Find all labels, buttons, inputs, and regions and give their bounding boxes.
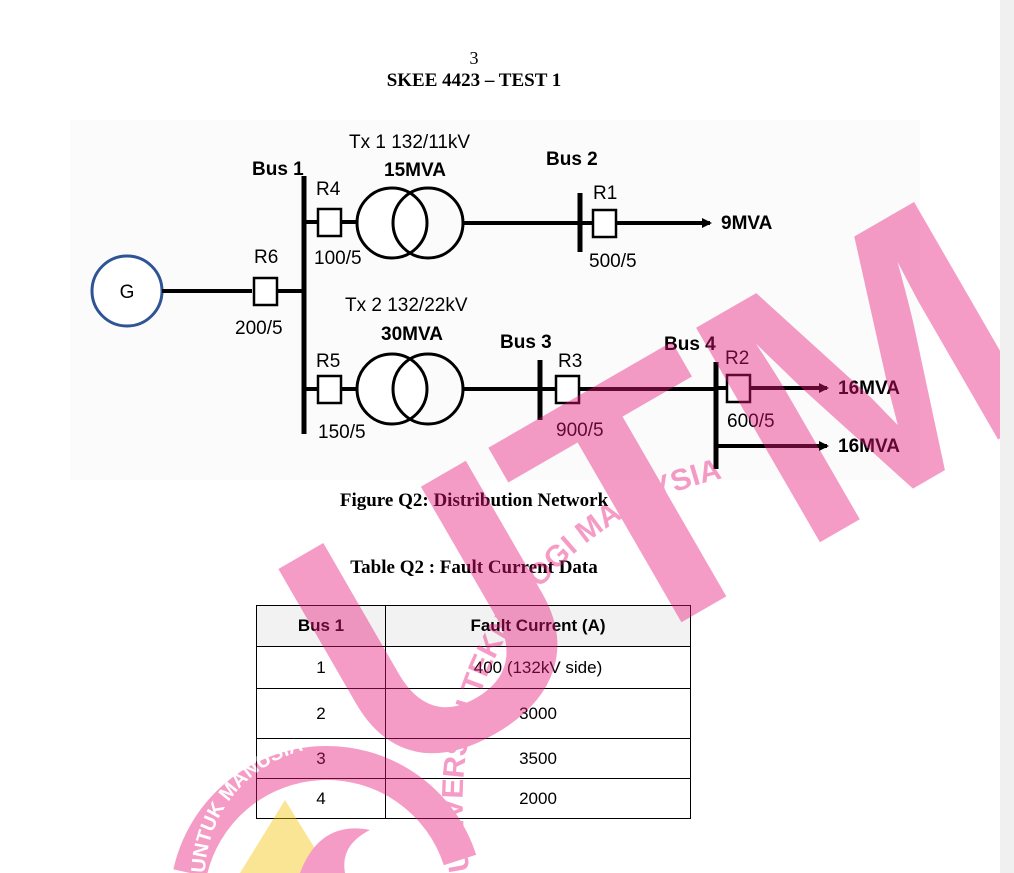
breaker-r5: [316, 374, 343, 405]
load-bus4-a-label: 16MVA: [838, 378, 900, 399]
column-header-bus: Bus 1: [256, 605, 386, 647]
distribution-network-diagram: G R6 200/5 Bus 1 R4 100/5 Tx 1 132/11kV …: [70, 120, 920, 480]
scrollbar-track[interactable]: [1000, 0, 1014, 873]
bus3-label: Bus 3: [500, 332, 552, 353]
table-cell-bus: 3: [256, 738, 386, 779]
transformer-tx1-icon: [355, 186, 465, 260]
ct-ratio-r5: 150/5: [318, 422, 366, 443]
breaker-r3: [554, 374, 581, 405]
relay-label-r1: R1: [593, 183, 617, 204]
table-cell-bus: 2: [256, 688, 386, 739]
table-row: 1 400 (132kV side): [256, 646, 691, 689]
table-cell-fault-current: 400 (132kV side): [385, 646, 691, 689]
tx2-label: Tx 2 132/22kV: [345, 295, 468, 316]
generator-label: G: [120, 282, 135, 303]
relay-label-r5: R5: [316, 351, 340, 372]
ct-ratio-r4: 100/5: [314, 248, 362, 269]
table-header-row: Bus 1 Fault Current (A): [256, 605, 691, 647]
tx1-rating: 15MVA: [384, 160, 446, 181]
relay-label-r3: R3: [558, 351, 582, 372]
tx1-label: Tx 1 132/11kV: [349, 132, 470, 153]
table-row: 2 3000: [256, 688, 691, 739]
relay-label-r6: R6: [254, 247, 278, 268]
bus2-label: Bus 2: [546, 149, 598, 170]
breaker-r6: [252, 276, 279, 307]
table-row: 4 2000: [256, 778, 691, 819]
fault-current-table: Bus 1 Fault Current (A) 1 400 (132kV sid…: [256, 605, 691, 819]
figure-caption: Figure Q2: Distribution Network: [339, 490, 609, 511]
table-cell-fault-current: 3500: [385, 738, 691, 779]
table-cell-fault-current: 3000: [385, 688, 691, 739]
breaker-r4: [316, 207, 343, 238]
relay-label-r2: R2: [725, 348, 749, 369]
bus4-label: Bus 4: [664, 334, 716, 355]
watermark-seal-emblem-inner: [300, 828, 370, 873]
document-title: SKEE 4423 – TEST 1: [386, 70, 562, 91]
table-cell-bus: 1: [256, 646, 386, 689]
tx2-rating: 30MVA: [381, 324, 443, 345]
page-number: 3: [469, 48, 479, 68]
table-cell-bus: 4: [256, 778, 386, 819]
ct-ratio-r3: 900/5: [556, 420, 604, 441]
load-bus4-b-label: 16MVA: [838, 436, 900, 457]
bus1-label: Bus 1: [252, 159, 304, 180]
load-bus2-label: 9MVA: [721, 213, 773, 234]
table-caption: Table Q2 : Fault Current Data: [350, 557, 598, 578]
ct-ratio-r1: 500/5: [589, 251, 637, 272]
breaker-r1: [591, 208, 618, 239]
ct-ratio-r2: 600/5: [727, 411, 775, 432]
breaker-r2: [725, 373, 752, 404]
table-cell-fault-current: 2000: [385, 778, 691, 819]
ct-ratio-r6: 200/5: [235, 318, 283, 339]
column-header-fault-current: Fault Current (A): [385, 605, 691, 647]
relay-label-r4: R4: [316, 179, 341, 200]
table-row: 3 3500: [256, 738, 691, 779]
